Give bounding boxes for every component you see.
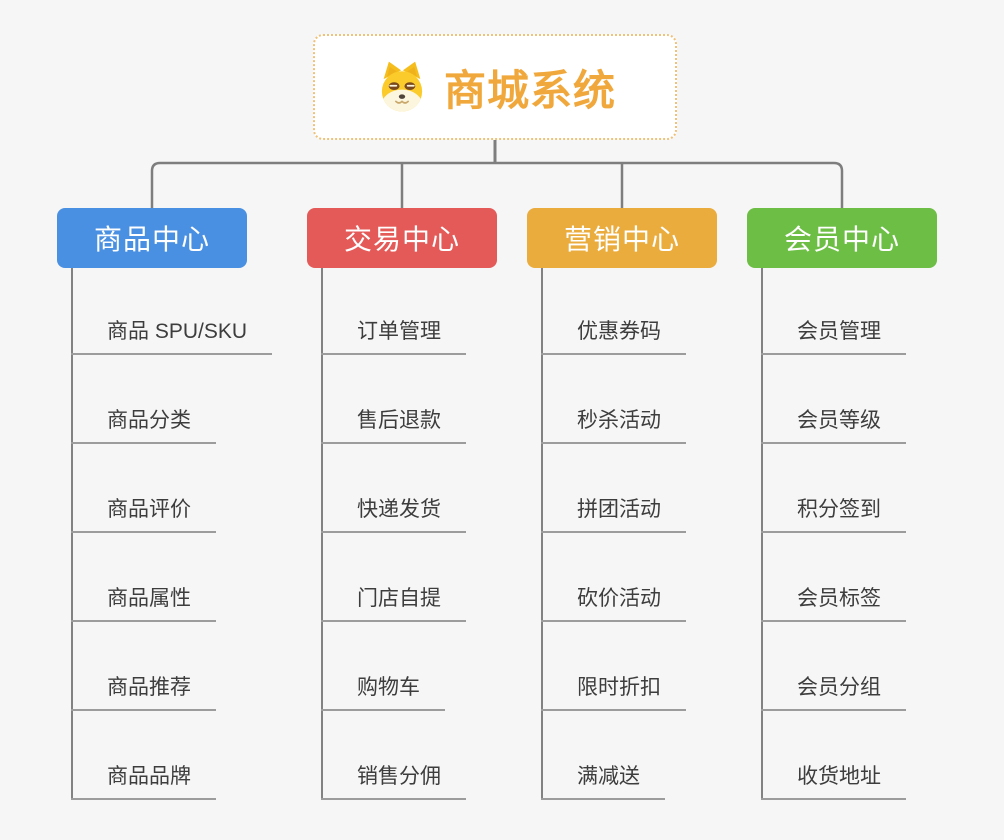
leaf-node[interactable]: 砍价活动 (541, 586, 686, 622)
leaf-column-trade: 订单管理 售后退款 快递发货 门店自提 购物车 销售分佣 (321, 268, 466, 800)
leaf-node[interactable]: 快递发货 (321, 497, 466, 533)
leaf-column-member: 会员管理 会员等级 积分签到 会员标签 会员分组 收货地址 (761, 268, 906, 800)
leaf-node[interactable]: 限时折扣 (541, 675, 686, 711)
leaf-node[interactable]: 订单管理 (321, 319, 466, 355)
branch-node-trade-center[interactable]: 交易中心 (307, 208, 497, 268)
leaf-node[interactable]: 拼团活动 (541, 497, 686, 533)
leaf-node[interactable]: 商品属性 (71, 586, 216, 622)
doge-icon (381, 61, 423, 112)
leaf-node[interactable]: 秒杀活动 (541, 408, 686, 444)
leaf-node[interactable]: 商品品牌 (71, 764, 216, 800)
leaf-node[interactable]: 门店自提 (321, 586, 466, 622)
branch-node-product-center[interactable]: 商品中心 (57, 208, 247, 268)
leaf-node[interactable]: 商品推荐 (71, 675, 216, 711)
leaf-node[interactable]: 积分签到 (761, 497, 906, 533)
leaf-node[interactable]: 商品评价 (71, 497, 216, 533)
leaf-node[interactable]: 售后退款 (321, 408, 466, 444)
leaf-node[interactable]: 满减送 (541, 764, 665, 800)
leaf-node[interactable]: 商品 SPU/SKU (71, 319, 273, 355)
leaf-column-product: 商品 SPU/SKU 商品分类 商品评价 商品属性 商品推荐 商品品牌 (71, 268, 273, 800)
leaf-node[interactable]: 会员分组 (761, 675, 906, 711)
branch-node-member-center[interactable]: 会员中心 (747, 208, 937, 268)
leaf-node[interactable]: 销售分佣 (321, 764, 466, 800)
leaf-node[interactable]: 优惠券码 (541, 319, 686, 355)
leaf-node[interactable]: 会员标签 (761, 586, 906, 622)
branch-node-marketing-center[interactable]: 营销中心 (527, 208, 717, 268)
leaf-node[interactable]: 会员等级 (761, 408, 906, 444)
leaf-node[interactable]: 收货地址 (761, 764, 906, 800)
leaf-node[interactable]: 会员管理 (761, 319, 906, 355)
root-node-mall-system[interactable]: 商城系统 (313, 34, 677, 140)
leaf-node[interactable]: 商品分类 (71, 408, 216, 444)
root-node-label: 商城系统 (443, 66, 616, 114)
leaf-column-marketing: 优惠券码 秒杀活动 拼团活动 砍价活动 限时折扣 满减送 (541, 268, 686, 800)
leaf-node[interactable]: 购物车 (321, 675, 445, 711)
